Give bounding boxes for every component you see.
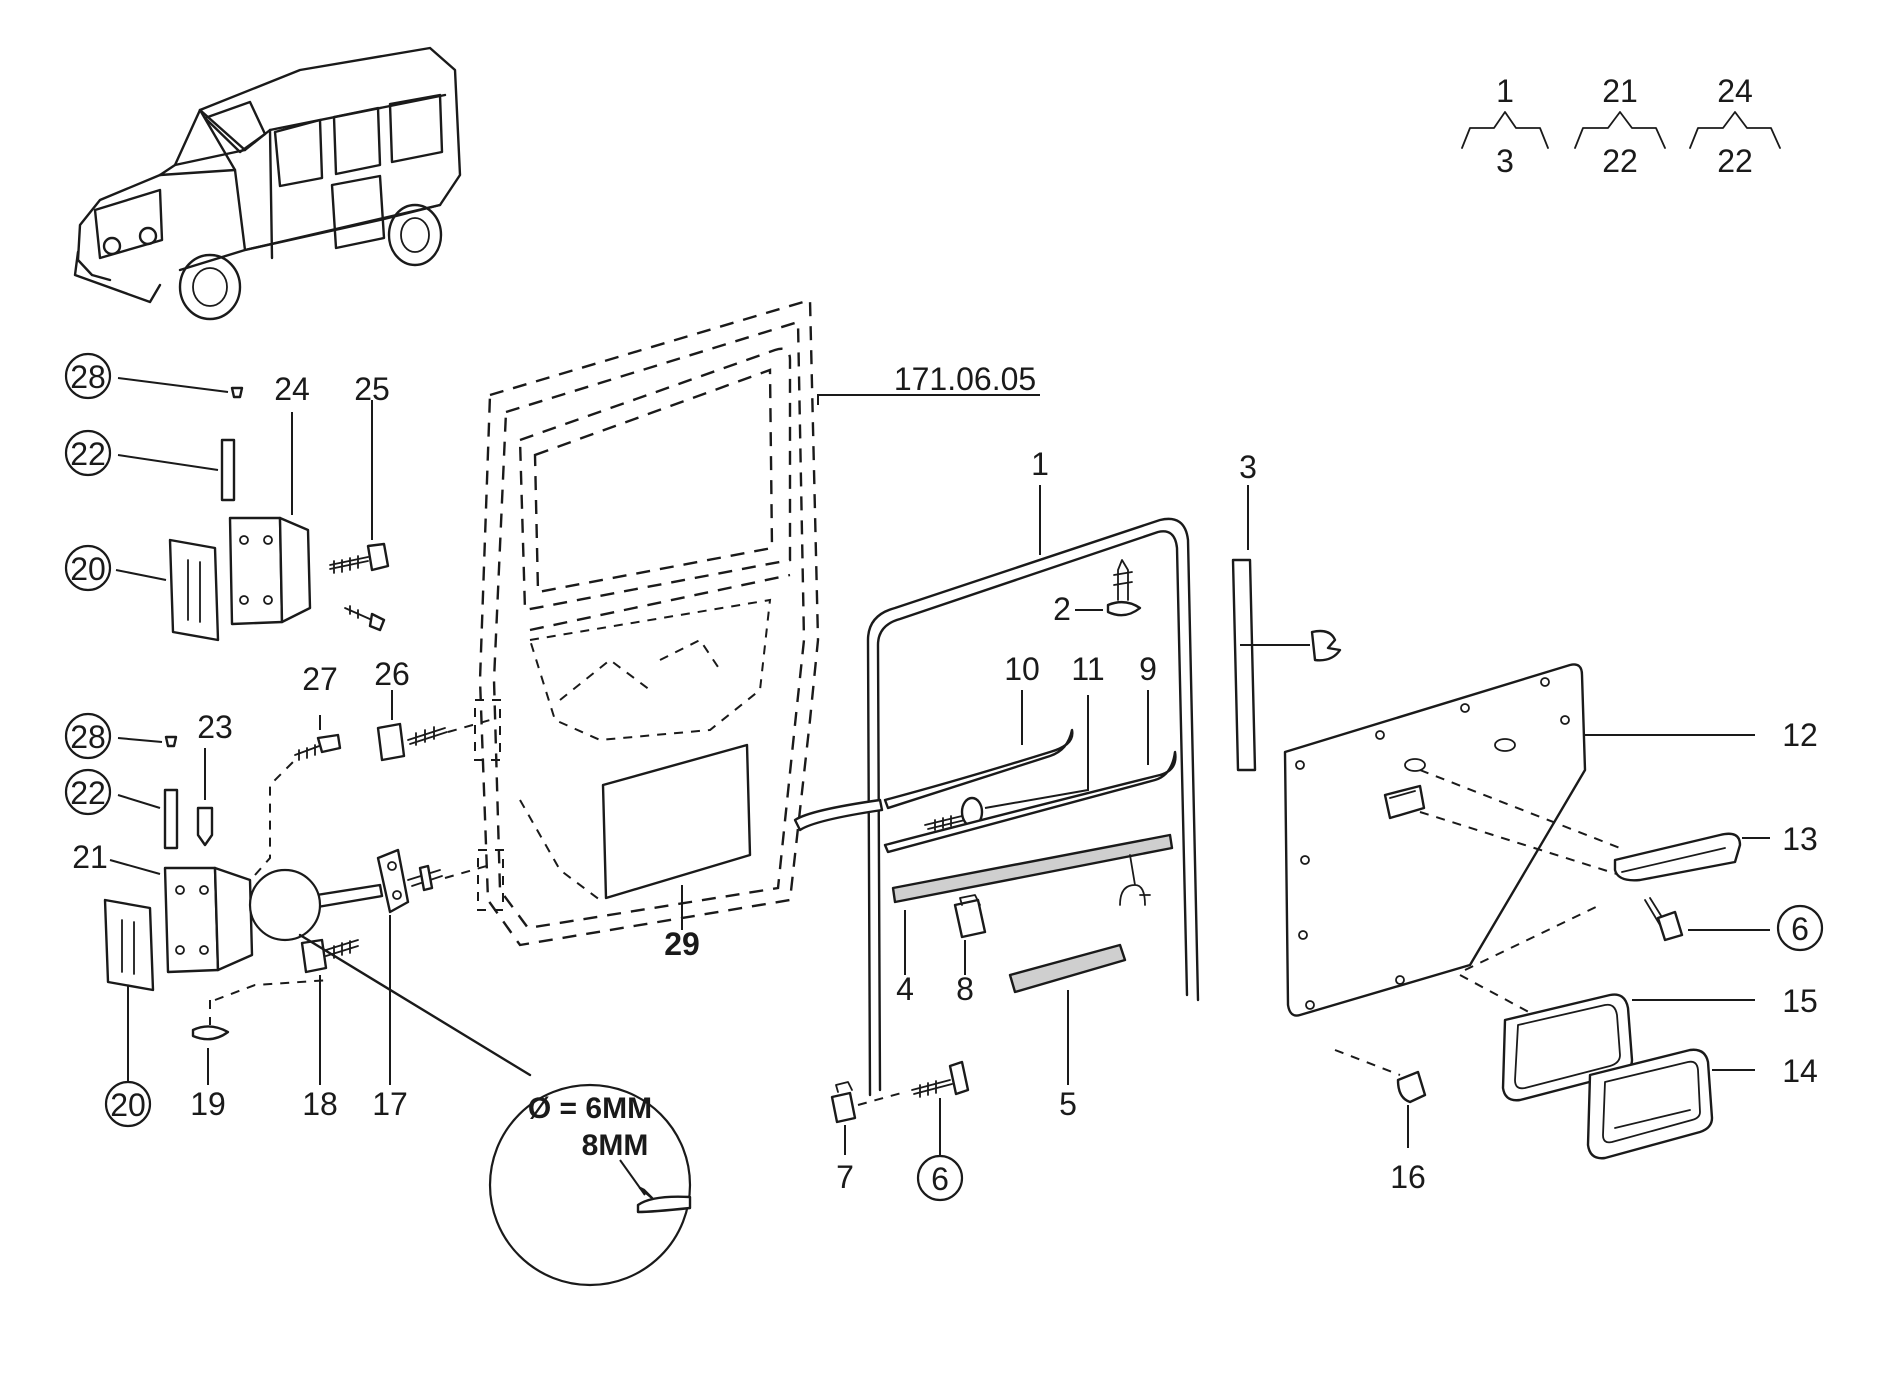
door-trim-panel-group: 12 13 6 15 14 16 [1283, 663, 1824, 1195]
callout-18: 18 [302, 1086, 338, 1122]
part-29-sheet: 29 [601, 743, 752, 962]
group-bracket-21-22: 21 22 [1574, 73, 1666, 179]
svg-text:21: 21 [1602, 73, 1638, 109]
callout-1: 1 [1031, 446, 1049, 482]
callout-10: 10 [1004, 651, 1040, 687]
callout-16: 16 [1390, 1159, 1426, 1195]
callout-19: 19 [190, 1086, 226, 1122]
svg-text:22: 22 [1602, 143, 1638, 179]
callout-17: 17 [372, 1086, 408, 1122]
callout-2: 2 [1053, 591, 1071, 627]
callout-28a: 28 [70, 359, 106, 395]
callout-25: 25 [354, 371, 390, 407]
lower-hinge-assembly: 28 22 23 21 20 19 27 2 [64, 656, 491, 1128]
callout-6b: 6 [931, 1161, 949, 1197]
callout-14: 14 [1782, 1053, 1818, 1089]
callout-12: 12 [1782, 717, 1818, 753]
group-bracket-24-22: 24 22 [1689, 73, 1781, 179]
svg-text:24: 24 [1717, 73, 1753, 109]
reference-number: 171.06.05 [894, 361, 1036, 397]
callout-3: 3 [1239, 449, 1257, 485]
group-bracket-1-3: 1 3 [1461, 73, 1549, 179]
upper-hinge-assembly: 28 22 20 24 25 [64, 352, 390, 642]
callout-24: 24 [274, 371, 310, 407]
vehicle-sketch [73, 46, 462, 321]
callout-26: 26 [374, 656, 410, 692]
callout-20a: 20 [70, 551, 106, 587]
callout-20b: 20 [110, 1087, 146, 1123]
callout-28b: 28 [70, 719, 106, 755]
svg-text:1: 1 [1496, 73, 1514, 109]
callout-4: 4 [896, 971, 914, 1007]
detail-size-label: 8MM [582, 1129, 649, 1162]
svg-text:3: 3 [1496, 143, 1514, 179]
callout-6a: 6 [1791, 911, 1809, 947]
reference-label: 171.06.05 [817, 361, 1040, 405]
door-seal-group: 1 3 2 10 11 9 4 8 [793, 446, 1342, 1202]
detail-diameter-label: Ø = 6MM [528, 1092, 652, 1125]
callout-9: 9 [1139, 651, 1157, 687]
callout-22a: 22 [70, 436, 106, 472]
part-group-brackets: 1 3 21 22 24 22 [1461, 73, 1781, 179]
detail-magnifier: Ø = 6MM 8MM [248, 868, 692, 1287]
callout-13: 13 [1782, 821, 1818, 857]
callout-8: 8 [956, 971, 974, 1007]
callout-21: 21 [72, 839, 108, 875]
callout-11: 11 [1071, 651, 1104, 687]
callout-15: 15 [1782, 983, 1818, 1019]
callout-29: 29 [664, 926, 700, 962]
callout-5: 5 [1059, 1086, 1077, 1122]
callout-7: 7 [836, 1159, 854, 1195]
door-shell-dashed [474, 298, 820, 947]
callout-23: 23 [197, 709, 233, 745]
svg-text:22: 22 [1717, 143, 1753, 179]
callout-22b: 22 [70, 775, 106, 811]
callout-27: 27 [302, 661, 338, 697]
